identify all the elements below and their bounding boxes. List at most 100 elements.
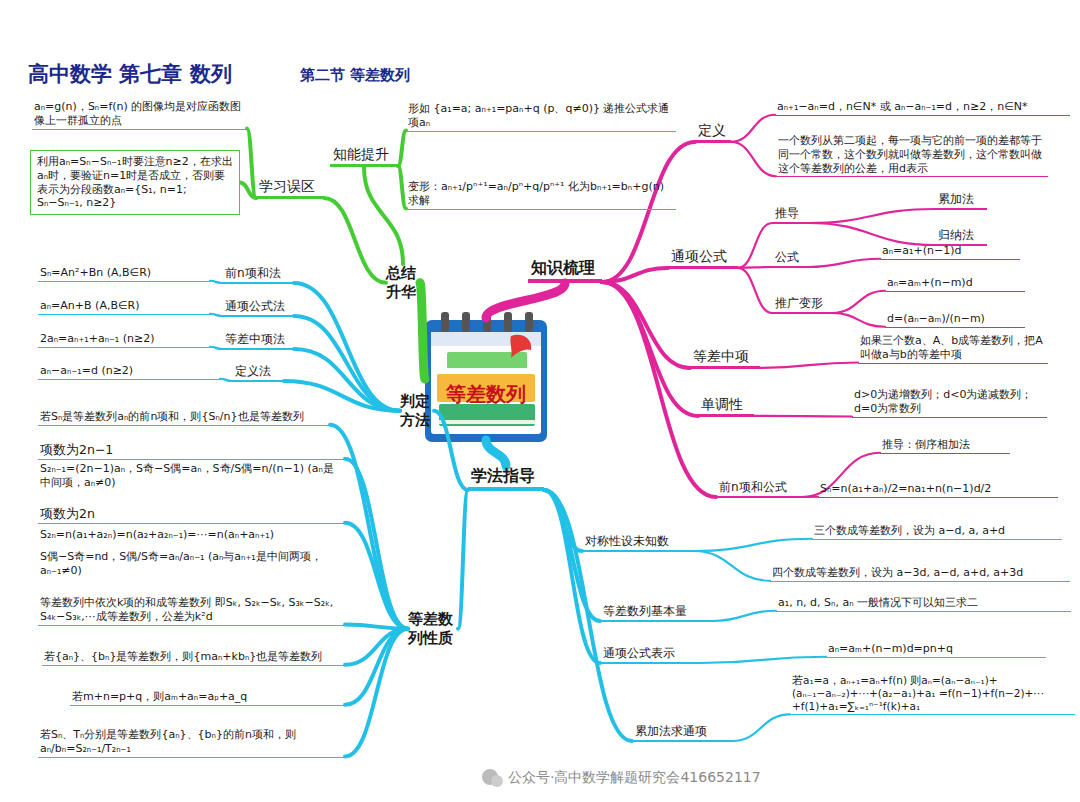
node-text: 推广变形 [775, 296, 829, 311]
branch-connector [694, 539, 812, 551]
node-text: 等差数列基本量 [603, 604, 709, 619]
leaf-text: 变形：aₙ₊₁/pⁿ⁺¹=aₙ/pⁿ+q/pⁿ⁺¹ 化为bₙ₊₁=bₙ+g(n)… [406, 180, 676, 210]
branch-connector [345, 629, 408, 757]
leaf-text: d>0为递增数列；d<0为递减数列；d=0为常数列 [852, 388, 1047, 418]
node-text: 公式 [775, 250, 805, 265]
node-text: Sₙ=n(a₁+aₙ)/2=na₁+n(n−1)d/2 [820, 482, 1056, 496]
branch-connector [398, 131, 406, 166]
node-text: 定义 [698, 122, 728, 139]
node-text: 三个数成等差数列，设为 a−d, a, a+d [814, 524, 1060, 538]
branch-connector [602, 282, 698, 416]
node-text: 知能提升 [333, 146, 395, 163]
branch-connector [486, 440, 506, 466]
node-text: 单调性 [701, 396, 751, 413]
leaf-text: S偶−S奇=nd，S偶/S奇=aₙ/aₙ₋₁ (aₙ与aₙ₊₁是中间两项，aₙ₋… [38, 550, 345, 579]
leaf-text: 等差数列中依次k项的和成等差数列 即Sₖ, S₂ₖ−Sₖ, S₃ₖ−S₂ₖ, S… [38, 596, 345, 626]
leaf-text: 若a₁=a，aₙ₊₁=aₙ+f(n) 则aₙ=(aₙ−aₙ₋₁)+(aₙ₋₁−a… [790, 674, 1075, 715]
leaf-text: d=(aₙ−aₘ)/(n−m) [885, 312, 1025, 328]
node-text: S偶−S奇=nd，S偶/S奇=aₙ/aₙ₋₁ (aₙ与aₙ₊₁是中间两项，aₙ₋… [40, 550, 343, 578]
branch-label: 等差数列性质 [408, 610, 458, 648]
leaf-text: aₙ=g(n)，Sₙ=f(n) 的图像均是对应函数图像上一群孤立的点 [32, 100, 247, 130]
branch-connector [602, 282, 690, 368]
branch-connector [294, 283, 400, 411]
branch-connector [760, 363, 858, 368]
leaf-text: 一个数列从第二项起，每一项与它的前一项的差都等于同一个常数，这个数列就叫做等差数… [776, 134, 1048, 177]
branch-connector [345, 523, 408, 629]
branch-connector [738, 268, 772, 313]
branch-connector [602, 282, 716, 497]
topic-label: 推导 [772, 206, 808, 224]
topic-label: 公式 [772, 250, 808, 268]
leaf-text: S₂ₙ₋₁=(2n−1)aₙ，S奇−S偶=aₙ，S奇/S偶=n/(n−1) (a… [38, 462, 345, 491]
node-text: 总结升华 [386, 264, 420, 302]
branch-connector [544, 490, 600, 621]
node-text: 等差数列性质 [408, 610, 458, 648]
node-text: 对称性设未知数 [585, 534, 691, 549]
node-text: 项数为2n [40, 506, 343, 522]
topic-label: 对称性设未知数 [582, 534, 694, 552]
leaf-text: 若Sₙ是等差数列aₙ的前n项和，则{Sₙ/n}也是等差数列 [38, 410, 330, 426]
topic-label: 等差中项法 [222, 332, 294, 350]
topic-label: 等差数列基本量 [600, 604, 712, 622]
node-text: 判定方法 [400, 392, 434, 430]
topic-label: 推广变形 [772, 296, 832, 314]
sub-branch-label: 单调性 [698, 396, 754, 417]
leaf-text: 三个数成等差数列，设为 a−d, a, a+d [812, 524, 1062, 540]
node-text: 通项公式 [671, 248, 735, 265]
center-topic: 等差数列 [425, 318, 547, 440]
branch-connector [345, 459, 408, 629]
leaf-text: Sₙ=n(a₁+aₙ)/2=na₁+n(n−1)d/2 [818, 482, 1058, 498]
node-text: 利用aₙ=Sₙ−Sₙ₋₁时要注意n≥2，在求出aₙ时，要验证n=1时是否成立，否… [37, 155, 233, 210]
node-text: 累加法求通项 [635, 724, 729, 739]
branch-connector [210, 314, 222, 316]
node-text: 变形：aₙ₊₁/pⁿ⁺¹=aₙ/pⁿ+q/pⁿ⁺¹ 化为bₙ₊₁=bₙ+g(n)… [408, 180, 674, 208]
topic-label: 前n项和公式 [716, 480, 802, 498]
branch-connector [220, 379, 232, 381]
leaf-text: aₙ₊₁−aₙ=d，n∈N* 或 aₙ−aₙ₋₁=d，n≥2，n∈N* [775, 100, 1070, 116]
node-text: aₙ−aₙ₋₁=d (n≥2) [40, 364, 218, 378]
node-text: d=(aₙ−aₘ)/(n−m) [887, 312, 1023, 326]
branch-connector [420, 283, 425, 379]
leaf-heading: 项数为2n [38, 506, 345, 524]
node-text: S₂ₙ=n(a₁+a₂ₙ)=n(a₂+a₂ₙ₋₁)=⋯=n(aₙ+aₙ₊₁) [40, 528, 343, 542]
node-text: 学习误区 [259, 178, 321, 195]
branch-connector [738, 223, 772, 268]
node-text: 前n项和法 [225, 266, 291, 281]
topic-label: 通项公式表示 [600, 646, 700, 664]
node-text: 等差数列中依次k项的和成等差数列 即Sₖ, S₂ₖ−Sₖ, S₃ₖ−S₂ₖ, S… [40, 596, 343, 624]
branch-label: 判定方法 [400, 392, 434, 430]
leaf-text: 若Sₙ、Tₙ分别是等差数列{aₙ}、{bₙ}的前n项和，则 aₙ/bₙ=S₂ₙ₋… [38, 728, 345, 758]
node-text: aₙ₊₁−aₙ=d，n∈N* 或 aₙ−aₙ₋₁=d，n≥2，n∈N* [777, 100, 1068, 114]
topic-label: 累加法 [935, 192, 987, 210]
leaf-text: aₙ−aₙ₋₁=d (n≥2) [38, 364, 220, 380]
branch-connector [210, 281, 222, 283]
node-text: 推导 [775, 206, 805, 221]
node-text: 通项公式法 [225, 299, 291, 314]
leaf-text: a₁, n, d, Sₙ, aₙ 一般情况下可以知三求二 [776, 596, 1071, 612]
branch-connector [832, 313, 885, 327]
watermark-icon [482, 769, 503, 787]
sub-branch-label: 通项公式 [668, 248, 738, 269]
branch-connector [210, 347, 222, 349]
leaf-text: 2aₙ=aₙ₊₁+aₙ₋₁ (n≥2) [38, 332, 210, 348]
branch-connector [330, 425, 408, 629]
node-text: aₙ=An+B (A,B∈R) [40, 299, 208, 313]
branch-connector [694, 551, 770, 581]
branch-connector [754, 415, 852, 418]
node-text: aₙ=a₁+(n−1)d [882, 244, 1018, 258]
branch-connector [284, 381, 400, 411]
branch-connector [458, 490, 468, 629]
branch-connector [240, 183, 256, 198]
leaf-text: aₙ=a₁+(n−1)d [880, 244, 1020, 260]
node-text: 项数为2n−1 [40, 442, 343, 458]
branch-label: 总结升华 [386, 264, 420, 302]
leaf-text: Sₙ=An²+Bn (A,B∈R) [38, 266, 210, 282]
section-subtitle: 第二节 等差数列 [300, 66, 410, 85]
leaf-text: aₙ=aₘ+(n−m)d [885, 276, 1025, 292]
branch-connector [731, 115, 775, 142]
branch-connector [731, 142, 776, 176]
leaf-text: 如果三个数a、A、b成等差数列，把A叫做a与b的等差中项 [858, 334, 1048, 364]
watermark: 公众号·高中数学解题研究会416652117 [508, 769, 761, 787]
node-text: a₁, n, d, Sₙ, aₙ 一般情况下可以知三求二 [778, 596, 1069, 610]
topic-label: 通项公式法 [222, 299, 294, 317]
